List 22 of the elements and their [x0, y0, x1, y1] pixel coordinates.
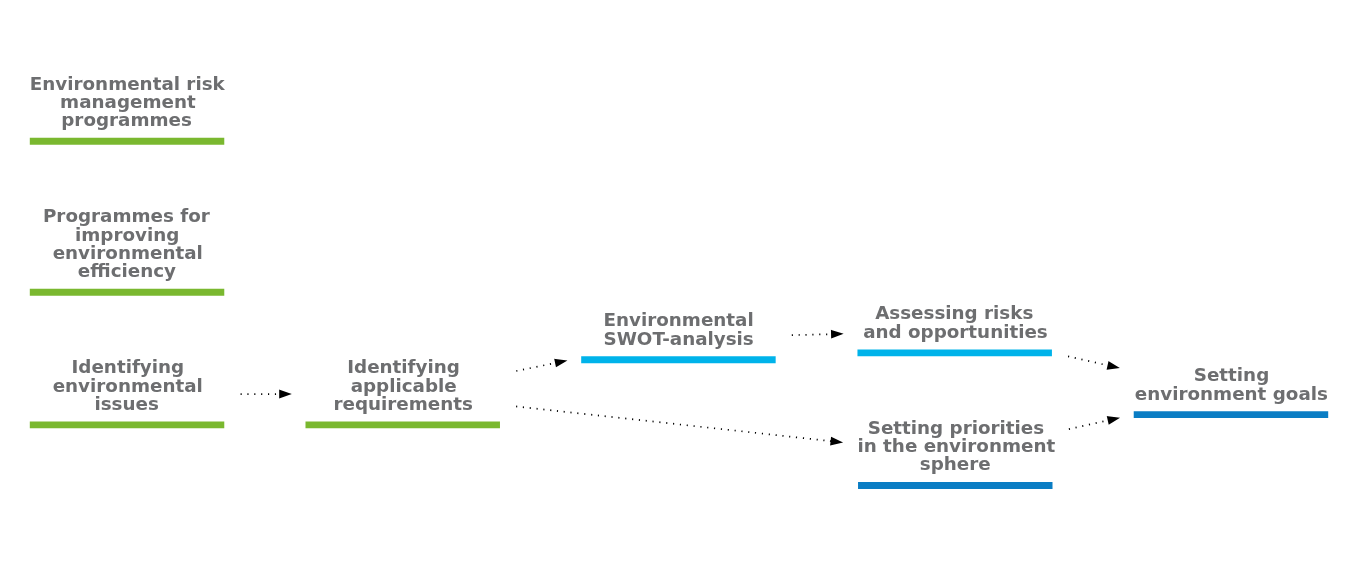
node-label: Identifying environmental issues: [52, 356, 203, 414]
node-label: Setting environment goals: [1134, 364, 1328, 404]
node-box: [29, 421, 225, 429]
node-box: [858, 482, 1053, 489]
node-box: [305, 421, 500, 429]
arrow: [1067, 355, 1120, 370]
node-label: Identifying applicable requirements: [333, 356, 473, 414]
node-label: Environmental risk management programmes: [29, 72, 225, 131]
arrow: [1068, 416, 1121, 431]
node-label: Environmental SWOT-analysis: [603, 309, 754, 349]
node-label: Setting priorities in the environment sphere: [857, 416, 1056, 475]
node-box: [581, 356, 776, 364]
arrow: [239, 389, 292, 399]
node-box: [857, 349, 1052, 357]
arrow: [515, 358, 568, 372]
node-box: [29, 288, 225, 296]
node-box: [29, 137, 225, 145]
arrow: [515, 405, 844, 446]
arrow: [790, 329, 844, 339]
node-label: Assessing risks and opportunities: [863, 302, 1048, 342]
node-box: [1133, 411, 1329, 419]
node-label: Programmes for improving environmental efficiency: [42, 205, 210, 282]
